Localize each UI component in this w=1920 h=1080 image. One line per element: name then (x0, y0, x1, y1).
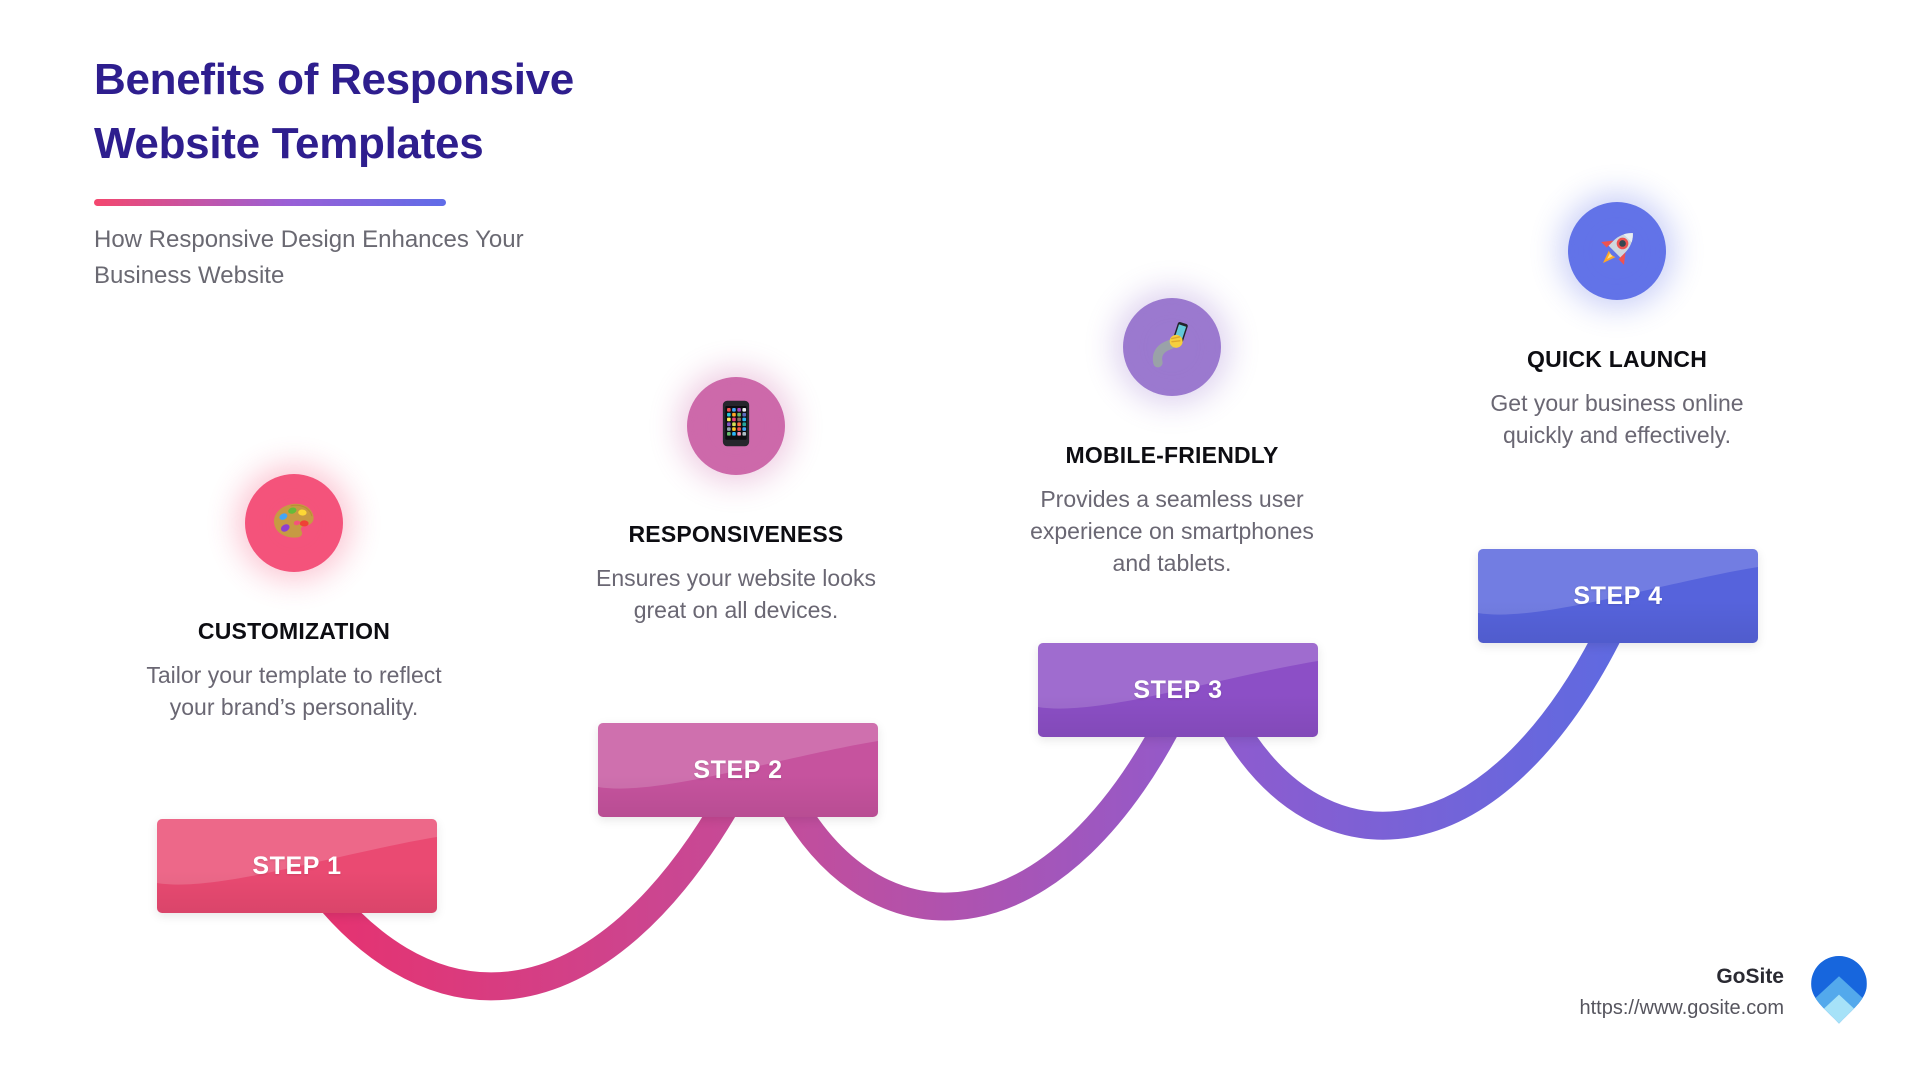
connector-step2-step3 (776, 686, 1194, 921)
step1-box: STEP 1 (157, 819, 437, 913)
step1-icon-circle (245, 474, 343, 572)
page-subtitle: How Responsive Design Enhances Your Busi… (94, 226, 524, 289)
title-underline-accent (94, 199, 446, 206)
step1-label: STEP 1 (252, 851, 342, 880)
step4-column: QUICK LAUNCH Get your business online qu… (1437, 202, 1797, 451)
step3-description: Provides a seamless user experience on s… (1030, 486, 1314, 576)
page-title-line1: Benefits of Responsive (94, 55, 574, 104)
step2-description: Ensures your website looks great on all … (596, 565, 876, 623)
step2-column: RESPONSIVENESS Ensures your website look… (556, 377, 916, 626)
rocket-icon (1592, 224, 1642, 279)
step3-column: MOBILE-FRIENDLY Provides a seamless user… (992, 298, 1352, 579)
step4-box: STEP 4 (1478, 549, 1758, 643)
palette-icon (270, 497, 318, 550)
page-title-line2: Website Templates (94, 119, 484, 168)
step3-icon-circle (1123, 298, 1221, 396)
step2-box: STEP 2 (598, 723, 878, 817)
connector-step1-step2 (286, 766, 754, 1001)
step3-heading: MOBILE-FRIENDLY (1065, 442, 1279, 468)
step4-heading: QUICK LAUNCH (1527, 346, 1707, 372)
brand-url: https://www.gosite.com (1579, 997, 1784, 1019)
brand-name: GoSite (1716, 965, 1784, 988)
page-title: Benefits of Responsive Website Templates (94, 48, 574, 176)
step4-description: Get your business online quickly and eff… (1490, 390, 1744, 448)
connector-step3-step4 (1216, 596, 1634, 840)
gosite-pin-icon (1811, 956, 1867, 1029)
footer: GoSite https://www.gosite.com (1579, 964, 1784, 1020)
selfie-hand-icon (1147, 320, 1197, 375)
step1-description: Tailor your template to reflect your bra… (146, 662, 442, 720)
step4-label: STEP 4 (1573, 581, 1663, 610)
mobile-phone-icon (722, 400, 750, 452)
step2-icon-circle (687, 377, 785, 475)
step2-label: STEP 2 (693, 755, 783, 784)
step4-icon-circle (1568, 202, 1666, 300)
step3-label: STEP 3 (1133, 675, 1223, 704)
step2-heading: RESPONSIVENESS (628, 521, 844, 547)
step1-column: CUSTOMIZATION Tailor your template to re… (114, 474, 474, 723)
step1-heading: CUSTOMIZATION (197, 618, 391, 644)
step3-box: STEP 3 (1038, 643, 1318, 737)
